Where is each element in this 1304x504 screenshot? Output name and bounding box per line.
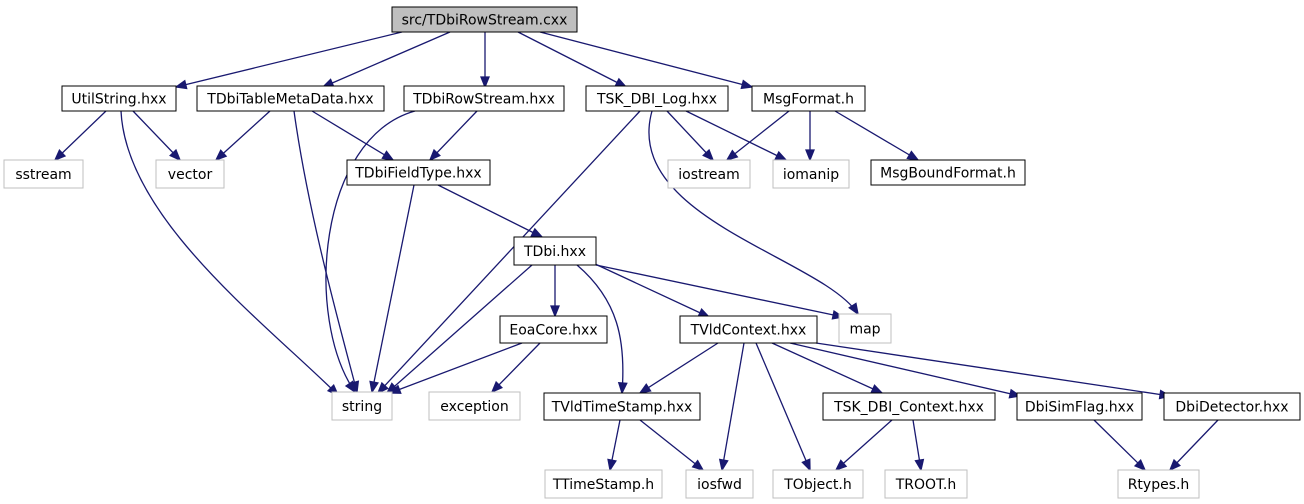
edge-tsklog-to-string [376,110,641,395]
node-label-msgformat: MsgFormat.h [763,92,854,108]
node-dbidetector[interactable]: DbiDetector.hxx [1163,392,1301,421]
edge-tablemeta-to-string [293,110,360,394]
node-label-string: string [342,399,382,415]
edge-tvldcontext-to-dbisimflag [789,342,1022,399]
node-tvldtimestamp[interactable]: TVldTimeStamp.hxx [543,392,701,421]
node-label-iostream: iostream [678,167,740,183]
node-label-rowstream: TDbiRowStream.hxx [412,92,555,108]
edge-tablemeta-to-vector [214,110,271,162]
node-rtypes[interactable]: Rtypes.h [1117,469,1200,499]
edge-utilstring-to-string [120,110,340,397]
edge-tsklog-to-iostream [666,110,715,162]
node-label-iosfwd: iosfwd [697,477,742,493]
node-tdbi[interactable]: TDbi.hxx [513,236,597,266]
node-vector[interactable]: vector [155,159,225,189]
node-tobject[interactable]: TObject.h [772,469,864,499]
edge-dbidetector-to-rtypes [1168,419,1219,472]
edge-tsklog-to-map [648,110,859,316]
node-label-dbidetector: DbiDetector.hxx [1175,400,1288,416]
edge-root-to-tablemeta [321,31,451,88]
edge-tvldcontext-to-tobject [755,342,811,472]
node-label-tskcontext: TSK_DBI_Context.hxx [833,400,984,416]
node-label-map: map [849,322,880,338]
node-label-exception: exception [440,399,508,415]
edge-tvldcontext-to-tvldtimestamp [638,342,719,394]
edge-eoacore-to-string [388,342,523,394]
node-rowstream[interactable]: TDbiRowStream.hxx [403,85,565,112]
node-tablemeta[interactable]: TDbiTableMetaData.hxx [196,85,385,112]
edge-tvldtimestamp-to-ttimestamp [607,419,621,472]
node-label-tablemeta: TDbiTableMetaData.hxx [206,92,373,108]
node-tskcontext[interactable]: TSK_DBI_Context.hxx [822,392,996,421]
node-label-eoacore: EoaCore.hxx [509,323,597,339]
edge-eoacore-to-exception [490,342,541,394]
edge-rowstream-to-string [325,110,416,394]
edge-root-to-utilstring [174,31,403,90]
edge-fieldtype-to-tdbi [437,184,544,238]
node-iomanip[interactable]: iomanip [772,159,850,189]
node-iostream[interactable]: iostream [667,159,751,189]
node-label-troot: TROOT.h [895,477,957,493]
node-label-tdbi: TDbi.hxx [523,244,586,260]
node-label-fieldtype: TDbiFieldType.hxx [354,166,481,182]
node-utilstring[interactable]: UtilString.hxx [61,85,177,112]
node-label-rtypes: Rtypes.h [1128,477,1190,493]
edge-tvldtimestamp-to-iosfwd [639,419,705,472]
edge-dbisimflag-to-rtypes [1093,419,1147,472]
edge-tablemeta-to-fieldtype [311,110,395,161]
node-label-utilstring: UtilString.hxx [71,92,166,108]
edge-root-to-msgformat [539,31,754,90]
node-iosfwd[interactable]: iosfwd [685,469,754,499]
node-dbisimflag[interactable]: DbiSimFlag.hxx [1016,392,1143,421]
node-tsklog[interactable]: TSK_DBI_Log.hxx [585,85,729,112]
node-sstream[interactable]: sstream [3,159,84,189]
node-string[interactable]: string [331,391,393,421]
node-label-tvldtimestamp: TVldTimeStamp.hxx [551,400,693,416]
edge-root-to-rowstream [480,32,490,89]
node-label-msgbound: MsgBoundFormat.h [880,166,1016,182]
node-label-sstream: sstream [15,167,71,183]
node-label-dbisimflag: DbiSimFlag.hxx [1025,400,1134,416]
edge-rowstream-to-fieldtype [428,110,478,162]
edge-fieldtype-to-string [369,184,415,394]
edge-msgformat-to-iostream [725,110,790,162]
node-troot[interactable]: TROOT.h [884,469,968,499]
node-root[interactable]: src/TDbiRowStream.cxx [391,6,578,33]
edge-tvldcontext-to-iosfwd [718,342,745,472]
edge-tdbi-to-tvldtimestamp [576,264,628,395]
edge-tdbi-to-eoacore [550,265,560,318]
node-msgformat[interactable]: MsgFormat.h [751,85,866,112]
node-tvldcontext[interactable]: TVldContext.hxx [679,315,818,344]
node-fieldtype[interactable]: TDbiFieldType.hxx [346,159,491,186]
node-label-ttimestamp: TTimeStamp.h [552,477,654,493]
node-msgbound[interactable]: MsgBoundFormat.h [870,159,1026,186]
edge-root-to-tsklog [517,31,628,88]
edge-msgformat-to-msgbound [834,110,920,161]
edge-tdbi-to-tvldcontext [592,262,711,318]
node-map[interactable]: map [838,313,892,344]
edge-msgformat-to-iomanip [805,111,815,162]
edge-utilstring-to-sstream [53,110,107,162]
edge-tskcontext-to-tobject [834,419,893,472]
edge-tskcontext-to-troot [912,419,925,472]
node-label-vector: vector [168,167,213,183]
node-ttimestamp[interactable]: TTimeStamp.h [544,469,663,499]
edge-utilstring-to-vector [132,110,182,162]
edges-layer [53,31,1219,472]
node-label-root: src/TDbiRowStream.cxx [402,13,568,29]
node-label-tsklog: TSK_DBI_Log.hxx [596,92,717,108]
edge-tvldcontext-to-tskcontext [771,342,884,394]
node-eoacore[interactable]: EoaCore.hxx [499,315,608,344]
node-label-iomanip: iomanip [783,167,839,183]
node-label-tobject: TObject.h [783,477,851,493]
node-label-tvldcontext: TVldContext.hxx [690,323,807,339]
node-exception[interactable]: exception [428,391,521,421]
